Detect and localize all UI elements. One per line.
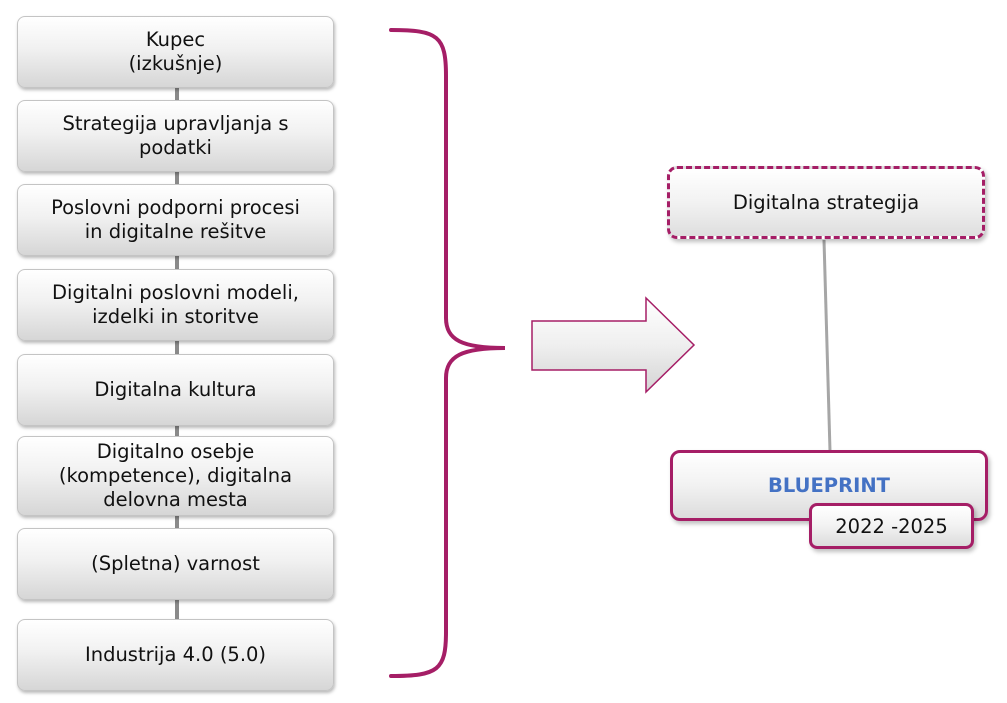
stack-item-kupec: Kupec (izkušnje) (17, 16, 334, 88)
stack-item-label: Digitalni poslovni modeli, izdelki in st… (52, 281, 299, 328)
stack-item-label: Strategija upravljanja s podatki (62, 112, 289, 159)
stack-item-business-models: Digitalni poslovni modeli, izdelki in st… (17, 269, 334, 341)
blueprint-years-label: 2022 -2025 (835, 514, 948, 538)
digital-strategy-box: Digitalna strategija (667, 166, 985, 239)
strategy-blueprint-connector (822, 239, 832, 452)
right-curly-brace-icon (389, 28, 506, 678)
stack-item-label: Kupec (izkušnje) (128, 28, 223, 75)
stack-item-label: Digitalno osebje (kompetence), digitalna… (58, 440, 293, 511)
digital-strategy-label: Digitalna strategija (732, 191, 920, 214)
stack-item-label: Industrija 4.0 (5.0) (84, 643, 267, 667)
blueprint-label: BLUEPRINT (768, 474, 890, 497)
stack-item-label: Digitalna kultura (94, 378, 257, 402)
stack-item-web-security: (Spletna) varnost (17, 528, 334, 600)
stack-item-business-processes: Poslovni podporni procesi in digitalne r… (17, 184, 334, 256)
blueprint-years-box: 2022 -2025 (809, 503, 974, 549)
stack-item-digital-culture: Digitalna kultura (17, 354, 334, 426)
stack-item-label: Poslovni podporni procesi in digitalne r… (51, 196, 300, 243)
right-arrow-icon (531, 296, 696, 394)
stack-item-label: (Spletna) varnost (91, 552, 260, 576)
stack-item-data-strategy: Strategija upravljanja s podatki (17, 100, 334, 172)
stack-item-digital-staff: Digitalno osebje (kompetence), digitalna… (17, 436, 334, 516)
stack-item-industry: Industrija 4.0 (5.0) (17, 619, 334, 691)
